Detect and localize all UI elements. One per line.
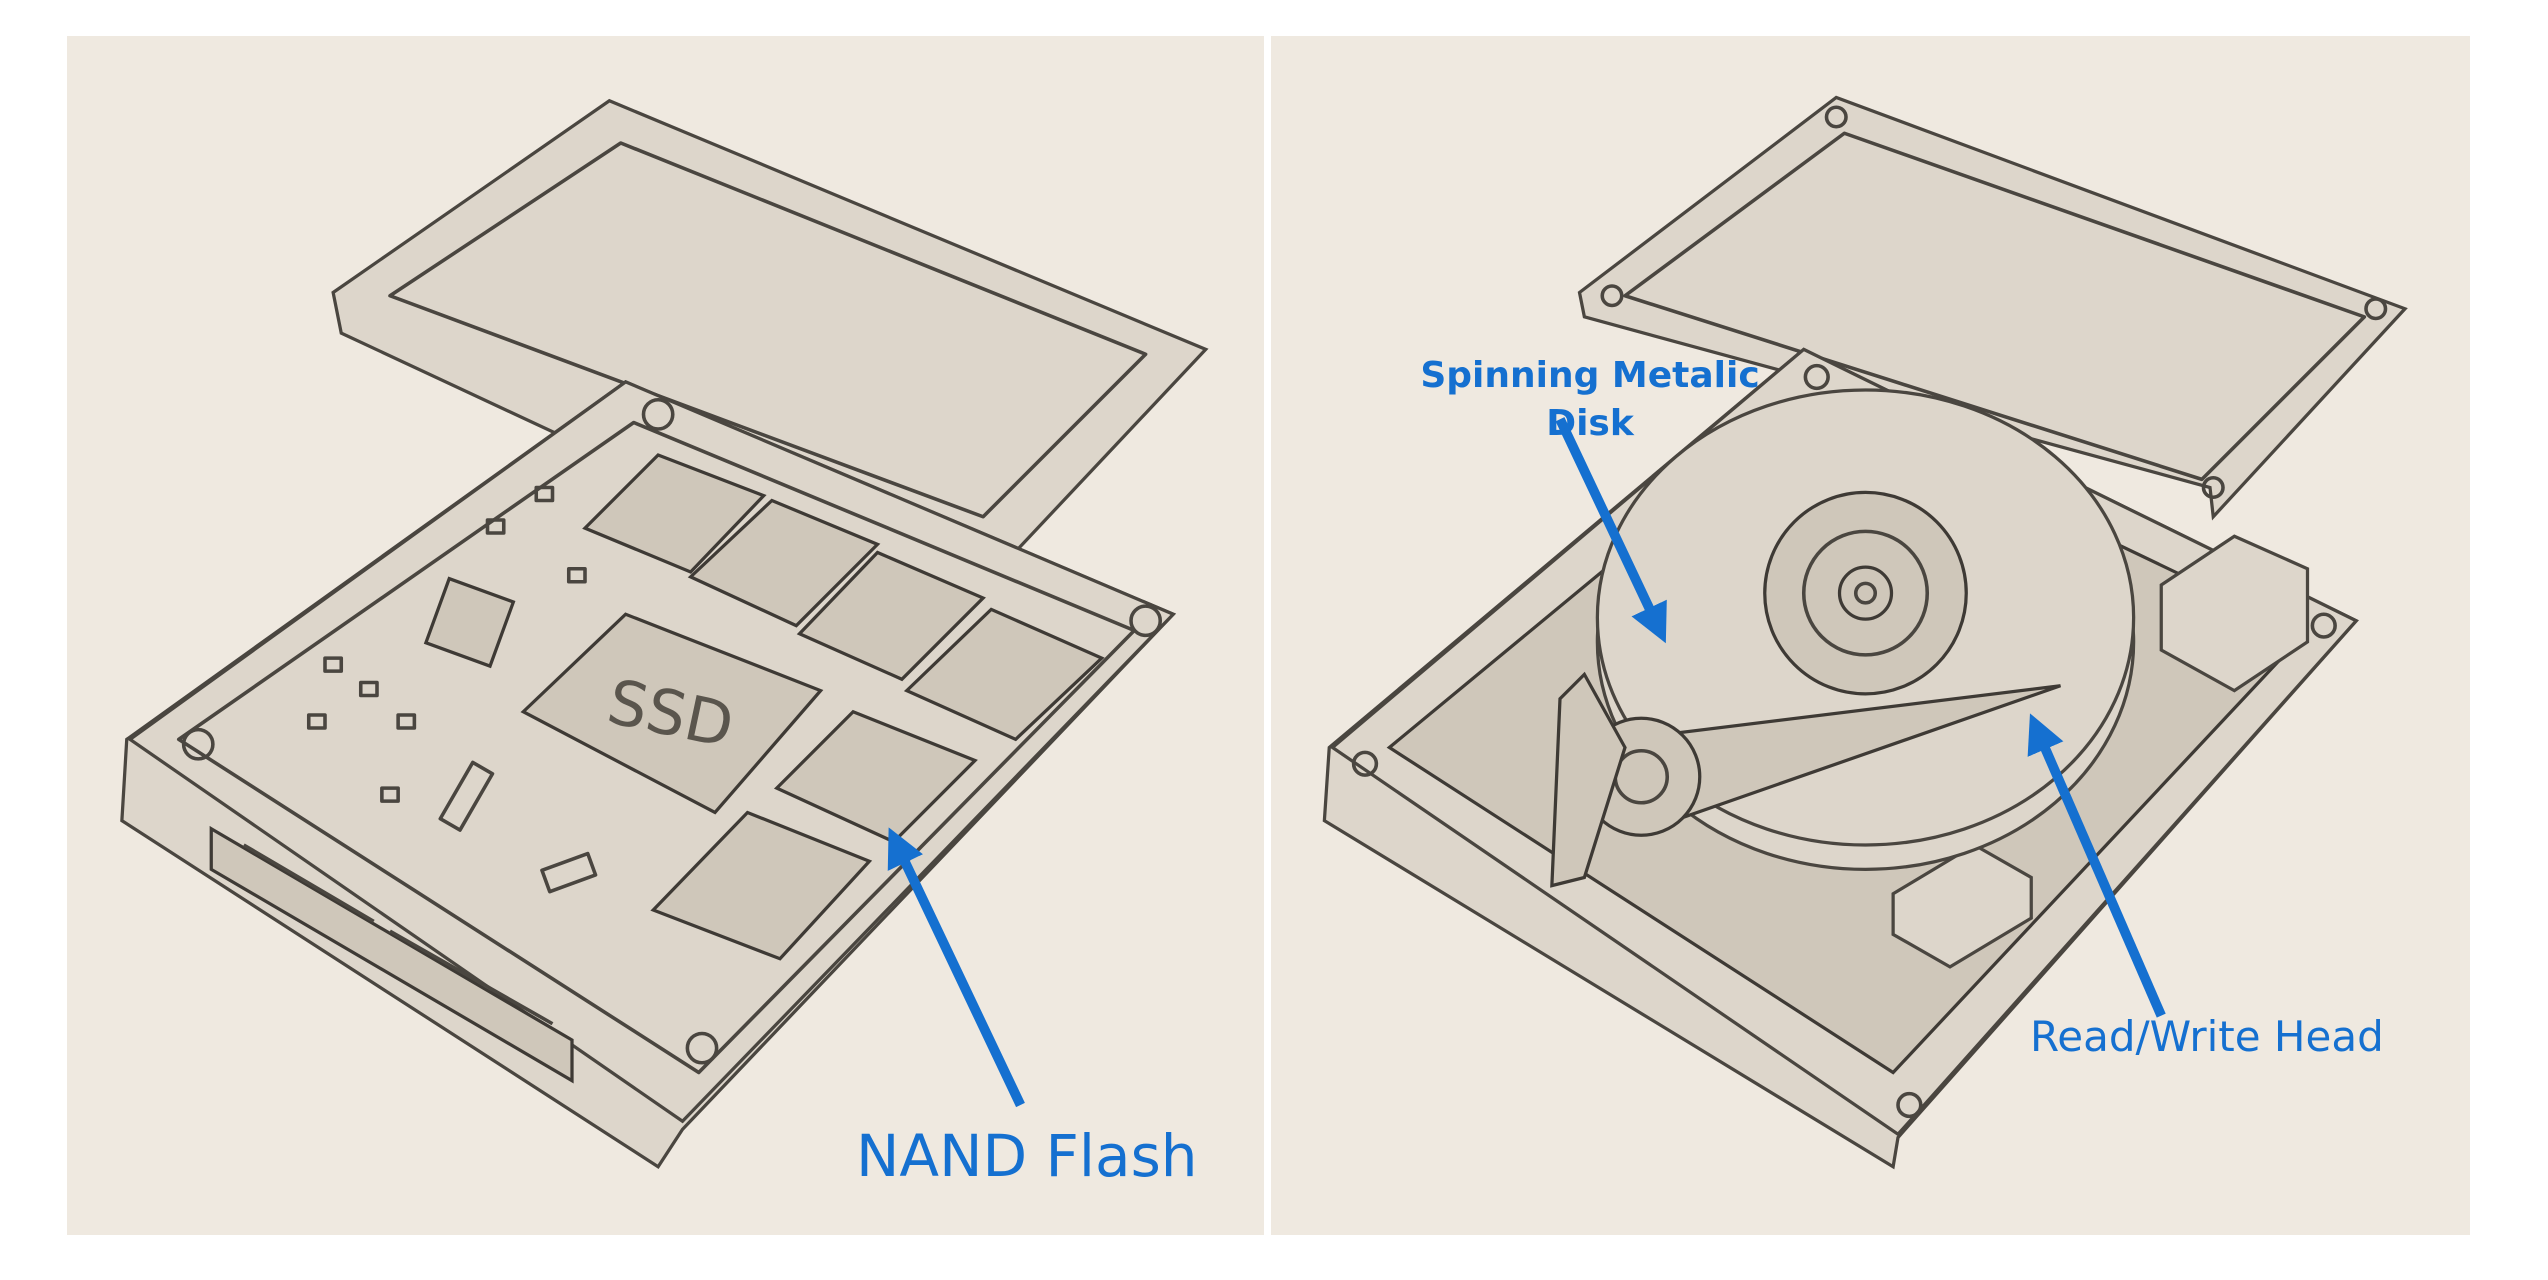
hdd-spindle [1763,490,1968,696]
read-write-arm [1550,671,2062,888]
spinning-disk-label-line1: Spinning Metalic [1420,355,1760,396]
read-write-head-label: Read/Write Head [2030,1012,2384,1061]
nand-flash-label: NAND Flash [856,1122,1198,1190]
head-arrow [2027,713,2166,1018]
disk-arrow [1555,417,1667,644]
spinning-disk-label: Spinning Metalic Disk [1330,352,1850,448]
sata-connector [209,825,574,1084]
nand-chips [582,453,1105,961]
nand-arrow [887,827,1025,1108]
controller-chip: SSD [423,576,824,815]
spinning-disk-label-line2: Disk [1546,403,1634,444]
hdd-drawing [1322,95,2408,1170]
hdd-lid [1577,95,2408,521]
ssd-drawing: SSD [120,98,1209,1169]
ssd-components [306,485,598,894]
